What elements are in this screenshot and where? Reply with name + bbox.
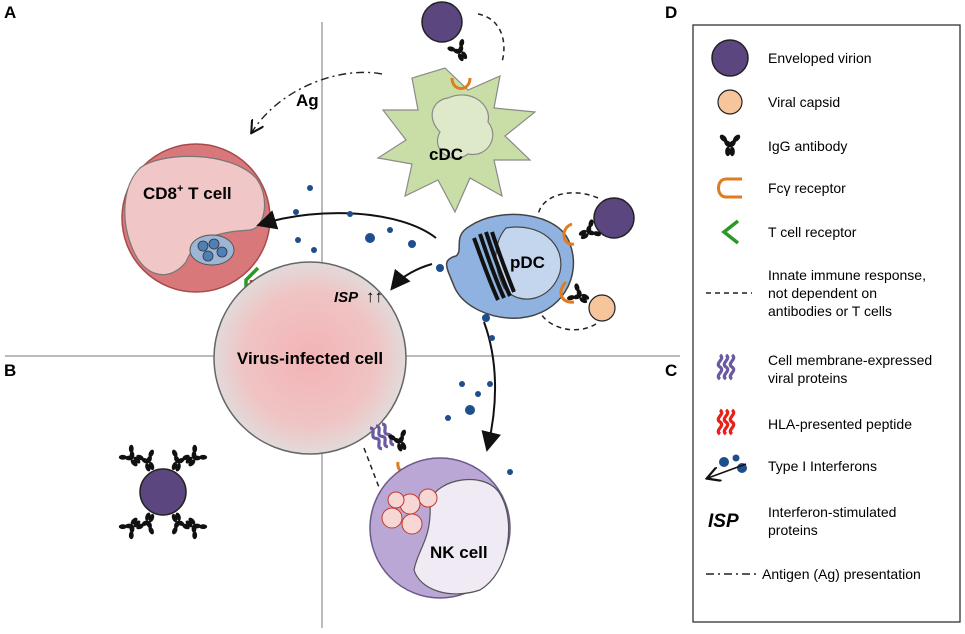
- isp-up-arrows: ↑↑: [366, 287, 383, 306]
- panel-letter-a: A: [4, 3, 16, 22]
- legend-label: Innate immune response,: [768, 267, 926, 283]
- interferon-dots: [293, 185, 513, 475]
- enveloped-virion-icon: [139, 468, 187, 516]
- legend-label: Fcγ receptor: [768, 180, 846, 196]
- fc-gamma-receptor-icon: [559, 280, 575, 304]
- nk-label: NK cell: [430, 543, 488, 562]
- nk-cell: NK cell: [369, 457, 511, 599]
- legend-label: Type I Interferons: [768, 458, 877, 474]
- innate-response-dashed-line: [539, 311, 597, 331]
- legend-item: T cell receptor: [721, 219, 857, 245]
- isp-symbol: ISP: [708, 511, 739, 532]
- innate-response-dashed-line: [477, 13, 505, 63]
- enveloped-virion-icon: [421, 1, 463, 43]
- legend-item: Fcγ receptor: [717, 177, 846, 199]
- ag-label: Ag: [296, 91, 319, 110]
- legend-label: viral proteins: [768, 370, 847, 386]
- cd8-cytoplasm: [124, 155, 266, 276]
- panel-letter-c: C: [665, 361, 677, 380]
- legend-item: Viral capsid: [717, 89, 840, 115]
- t-cell-receptor-icon: [721, 219, 740, 245]
- legend-box: [692, 24, 961, 623]
- innate-response-dashed-line: [363, 447, 381, 491]
- legend-label: IgG antibody: [768, 138, 847, 154]
- pdc-er: [472, 231, 516, 301]
- legend-item: Cell membrane-expressed viral proteins: [716, 352, 932, 386]
- viral-capsid-icon: [717, 89, 743, 115]
- nk-cytoplasm: [413, 479, 510, 595]
- cd8-t-cell: CD8+ T cell: [121, 143, 271, 293]
- legend-label: T cell receptor: [768, 224, 857, 240]
- legend-label: antibodies or T cells: [768, 303, 892, 319]
- pdc-label: pDC: [510, 253, 545, 272]
- legend-label: Enveloped virion: [768, 50, 872, 66]
- interferon-arrow-to-nk: [481, 321, 501, 452]
- legend-item: Type I Interferons: [708, 454, 877, 479]
- enveloped-virion-icon: [593, 197, 635, 239]
- panel-letter-d: D: [665, 3, 677, 22]
- legend-label: HLA-presented peptide: [768, 416, 912, 432]
- legend-item: IgG antibody: [718, 133, 847, 157]
- viral-capsid-icon: [588, 294, 616, 322]
- legend-item: Antigen (Ag) presentation: [706, 566, 921, 582]
- legend-item: HLA-presented peptide: [716, 408, 912, 436]
- cd8-granules: [189, 234, 235, 266]
- enveloped-virion-icon: [711, 39, 749, 77]
- interferon-icon: [708, 454, 747, 479]
- isp-label: ISP: [334, 289, 359, 306]
- legend-label: proteins: [768, 522, 818, 538]
- antigen-presentation-arrow: [252, 71, 383, 132]
- legend-label: Interferon-stimulated: [768, 504, 896, 520]
- isp-icon: ISP: [708, 511, 739, 532]
- virus-infected-cell: Virus-infected cell ISP ↑↑: [213, 261, 407, 455]
- cd8-label: CD8+ T cell: [143, 183, 232, 203]
- legend-item: ISP Interferon-stimulated proteins: [708, 504, 896, 538]
- legend-label: not dependent on: [768, 285, 877, 301]
- fc-gamma-receptor-icon: [562, 222, 575, 246]
- cdc-label: cDC: [429, 145, 463, 164]
- legend-item: Enveloped virion: [711, 39, 872, 77]
- infected-cell-label: Virus-infected cell: [237, 349, 383, 368]
- pdc-cell: pDC: [446, 213, 575, 319]
- hla-peptide-icon: [716, 408, 736, 436]
- legend-item: Innate immune response, not dependent on a…: [706, 267, 926, 319]
- viral-protein-icon: [716, 353, 736, 381]
- cdc-cell: cDC: [376, 67, 537, 214]
- panel-letter-b: B: [4, 361, 16, 380]
- innate-response-dashed-line: [537, 192, 599, 217]
- neutralized-virion: [116, 442, 210, 542]
- cdc-nucleus: [431, 94, 494, 159]
- fc-gamma-receptor-icon: [450, 77, 472, 90]
- interferon-arrow-to-cd8: [256, 210, 437, 239]
- legend-label: Antigen (Ag) presentation: [762, 566, 921, 582]
- interferon-arrow-to-infected: [390, 263, 433, 291]
- legend-label: Viral capsid: [768, 94, 840, 110]
- legend-label: Cell membrane-expressed: [768, 352, 932, 368]
- fc-gamma-receptor-icon: [717, 177, 742, 199]
- nk-granules: [381, 488, 438, 535]
